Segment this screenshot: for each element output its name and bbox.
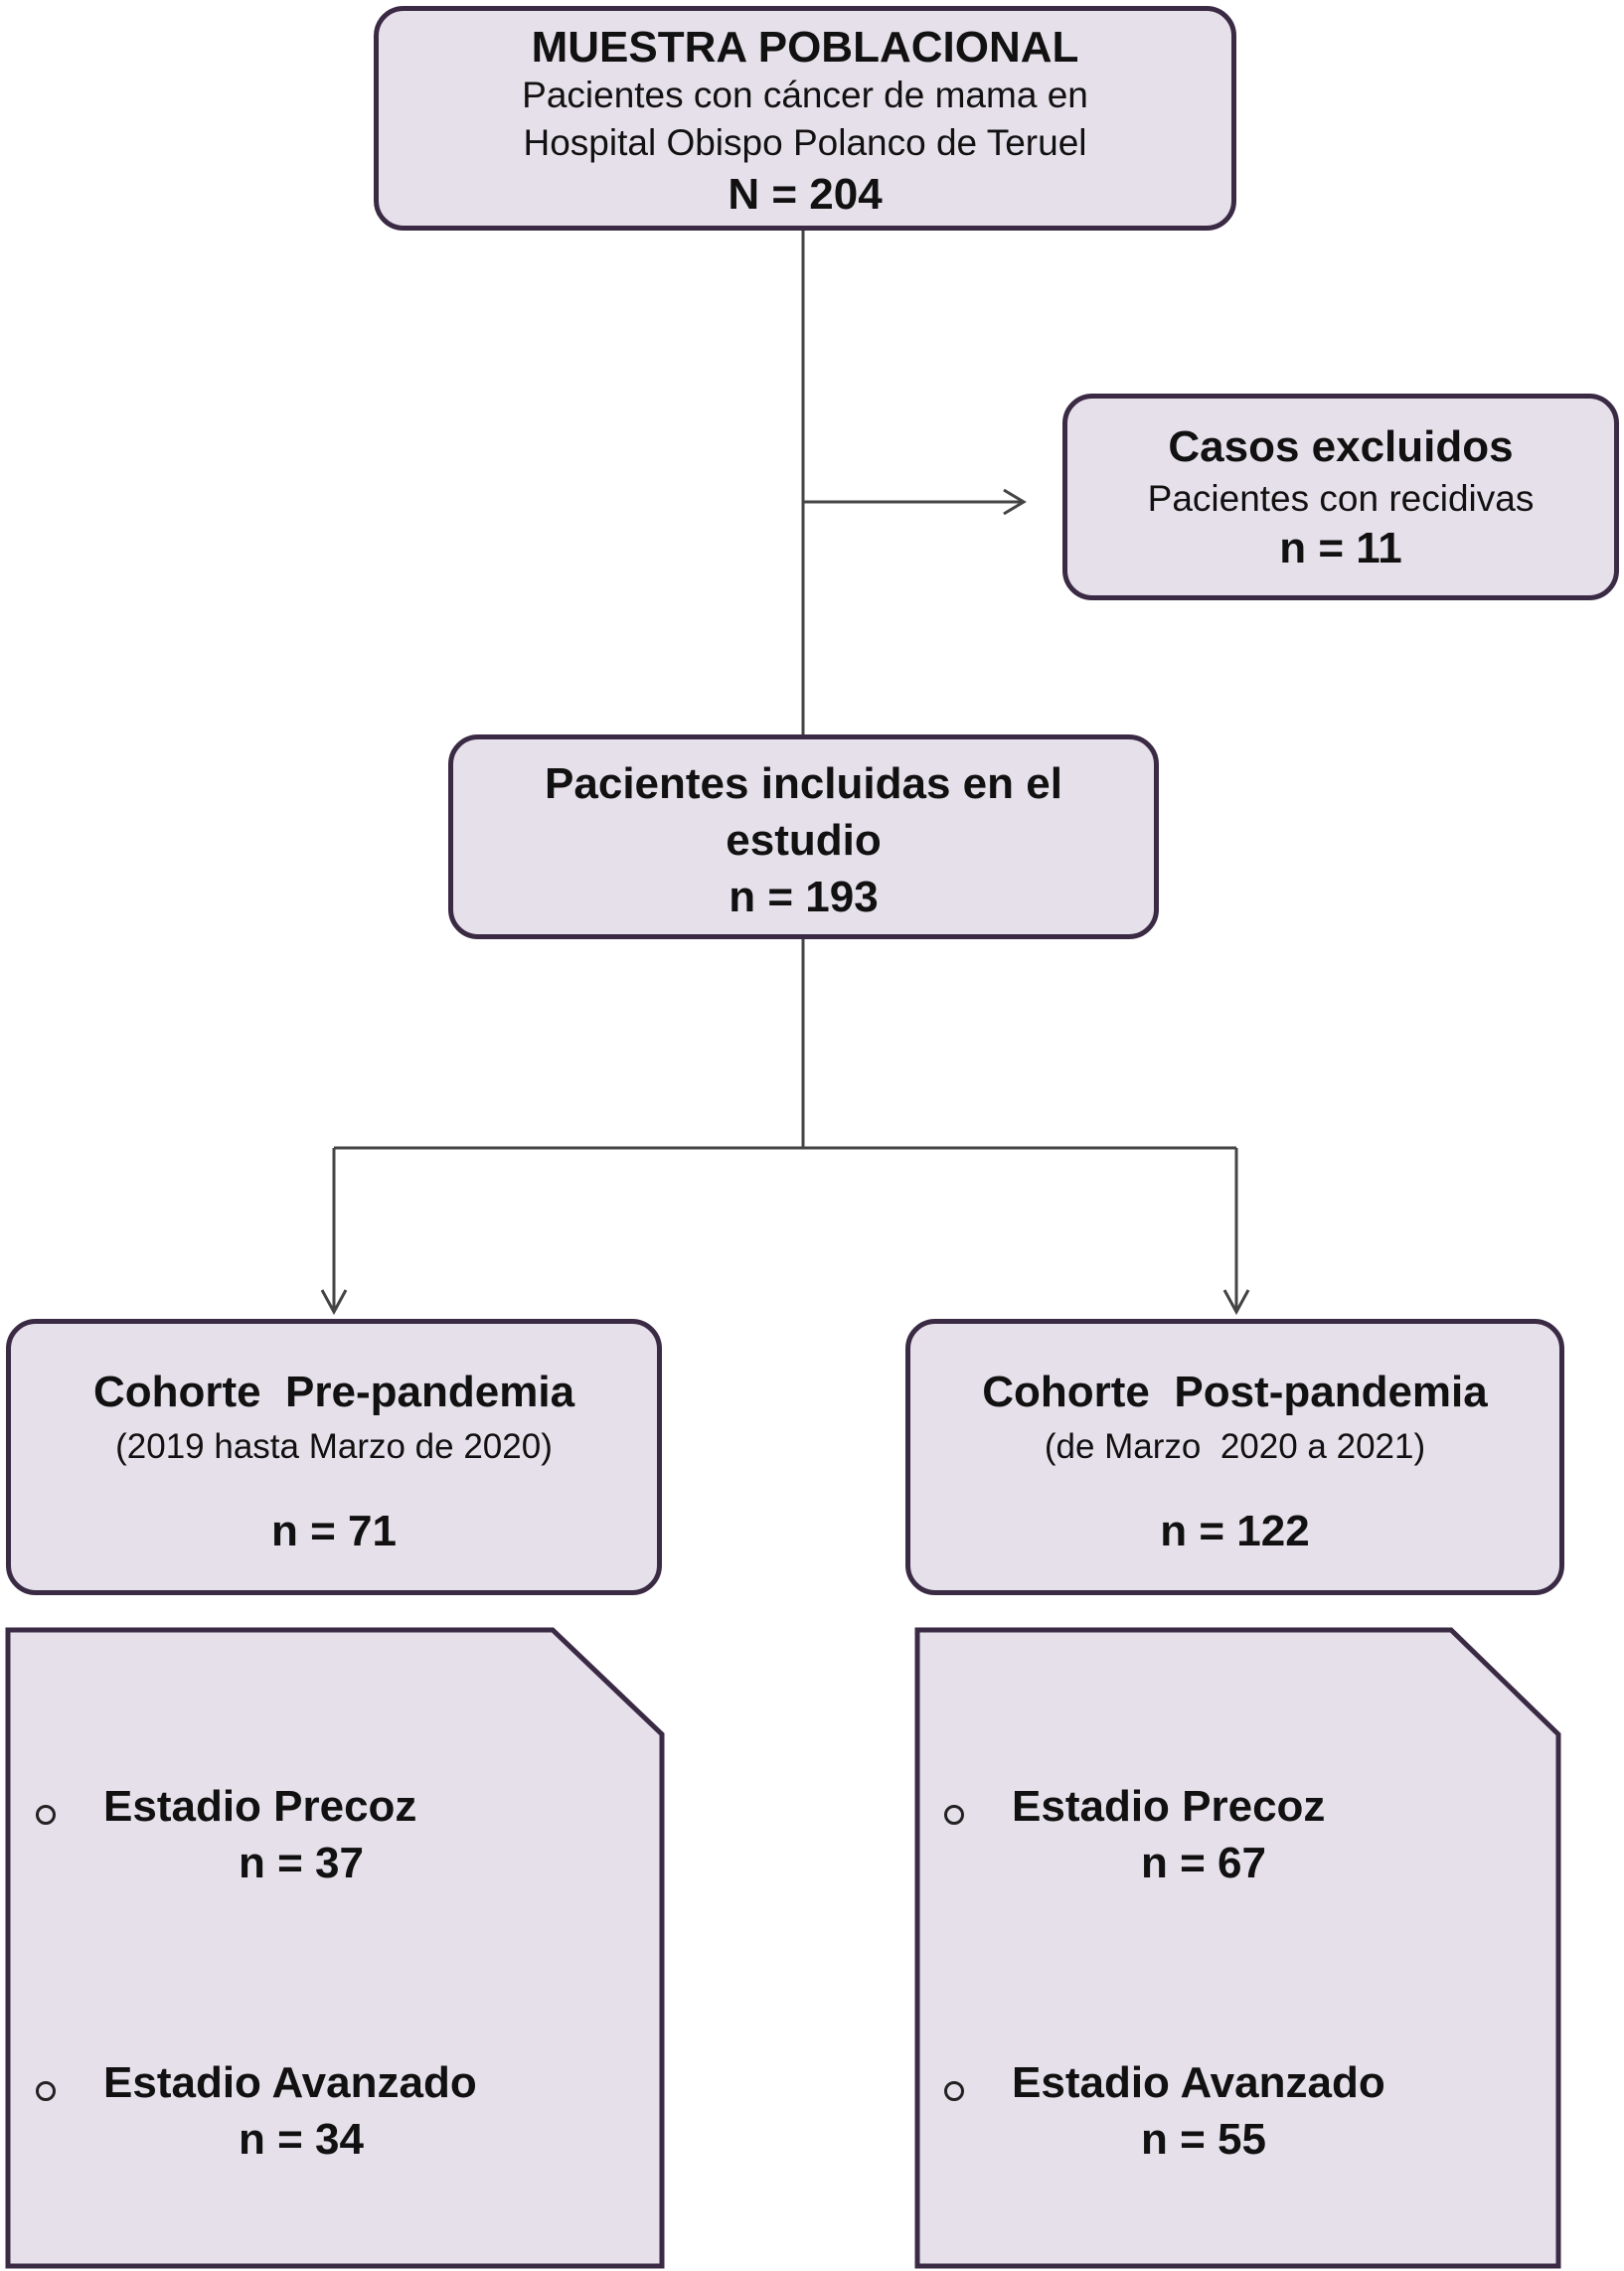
incluidas-title-line1: Pacientes incluidas en el — [545, 759, 1062, 808]
post-precoz-count: n = 67 — [1141, 1839, 1266, 1887]
pre-precoz-label: Estadio Precoz — [103, 1782, 417, 1831]
post-precoz-bullet — [944, 1805, 964, 1825]
muestra-poblacional-box: MUESTRA POBLACIONAL Pacientes con cáncer… — [374, 6, 1236, 231]
post-title: Cohorte Post-pandemia — [982, 1368, 1488, 1416]
muestra-count: N = 204 — [728, 170, 883, 219]
muestra-line2: Hospital Obispo Polanco de Teruel — [523, 122, 1087, 163]
post-subtitle: (de Marzo 2020 a 2021) — [1044, 1427, 1426, 1466]
cohorte-pre-box: Cohorte Pre-pandemia (2019 hasta Marzo d… — [6, 1319, 662, 1595]
arrowhead-left — [320, 1289, 348, 1316]
muestra-title: MUESTRA POBLACIONAL — [531, 23, 1079, 72]
post-stages-box — [914, 1627, 1561, 2269]
casos-excluidos-box: Casos excluidos Pacientes con recidivas … — [1062, 394, 1619, 600]
pre-avanzado-label: Estadio Avanzado — [103, 2058, 477, 2107]
post-count: n = 122 — [1160, 1507, 1310, 1555]
muestra-line1: Pacientes con cáncer de mama en — [522, 75, 1088, 115]
excluidos-count: n = 11 — [1279, 524, 1402, 572]
post-avanzado-label: Estadio Avanzado — [1012, 2058, 1385, 2107]
arrowhead-right — [1222, 1289, 1250, 1316]
pre-precoz-count: n = 37 — [239, 1839, 364, 1887]
cohorte-post-box: Cohorte Post-pandemia (de Marzo 2020 a 2… — [905, 1319, 1564, 1595]
excluidos-line1: Pacientes con recidivas — [1147, 478, 1535, 519]
pre-avanzado-count: n = 34 — [239, 2115, 364, 2164]
incluidas-title-line2: estudio — [726, 816, 882, 865]
arrowhead-exclusion — [1003, 488, 1027, 516]
pre-precoz-bullet — [36, 1805, 56, 1825]
post-avanzado-bullet — [944, 2081, 964, 2101]
incluidas-count: n = 193 — [729, 873, 879, 921]
pre-avanzado-bullet — [36, 2081, 56, 2101]
pre-stages-box — [5, 1627, 665, 2269]
pre-subtitle: (2019 hasta Marzo de 2020) — [115, 1427, 553, 1466]
pacientes-incluidas-box: Pacientes incluidas en el estudio n = 19… — [448, 734, 1159, 939]
post-precoz-label: Estadio Precoz — [1012, 1782, 1326, 1831]
post-avanzado-count: n = 55 — [1141, 2115, 1266, 2164]
excluidos-title: Casos excluidos — [1168, 422, 1514, 471]
pre-count: n = 71 — [271, 1507, 397, 1555]
pre-title: Cohorte Pre-pandemia — [92, 1368, 575, 1416]
